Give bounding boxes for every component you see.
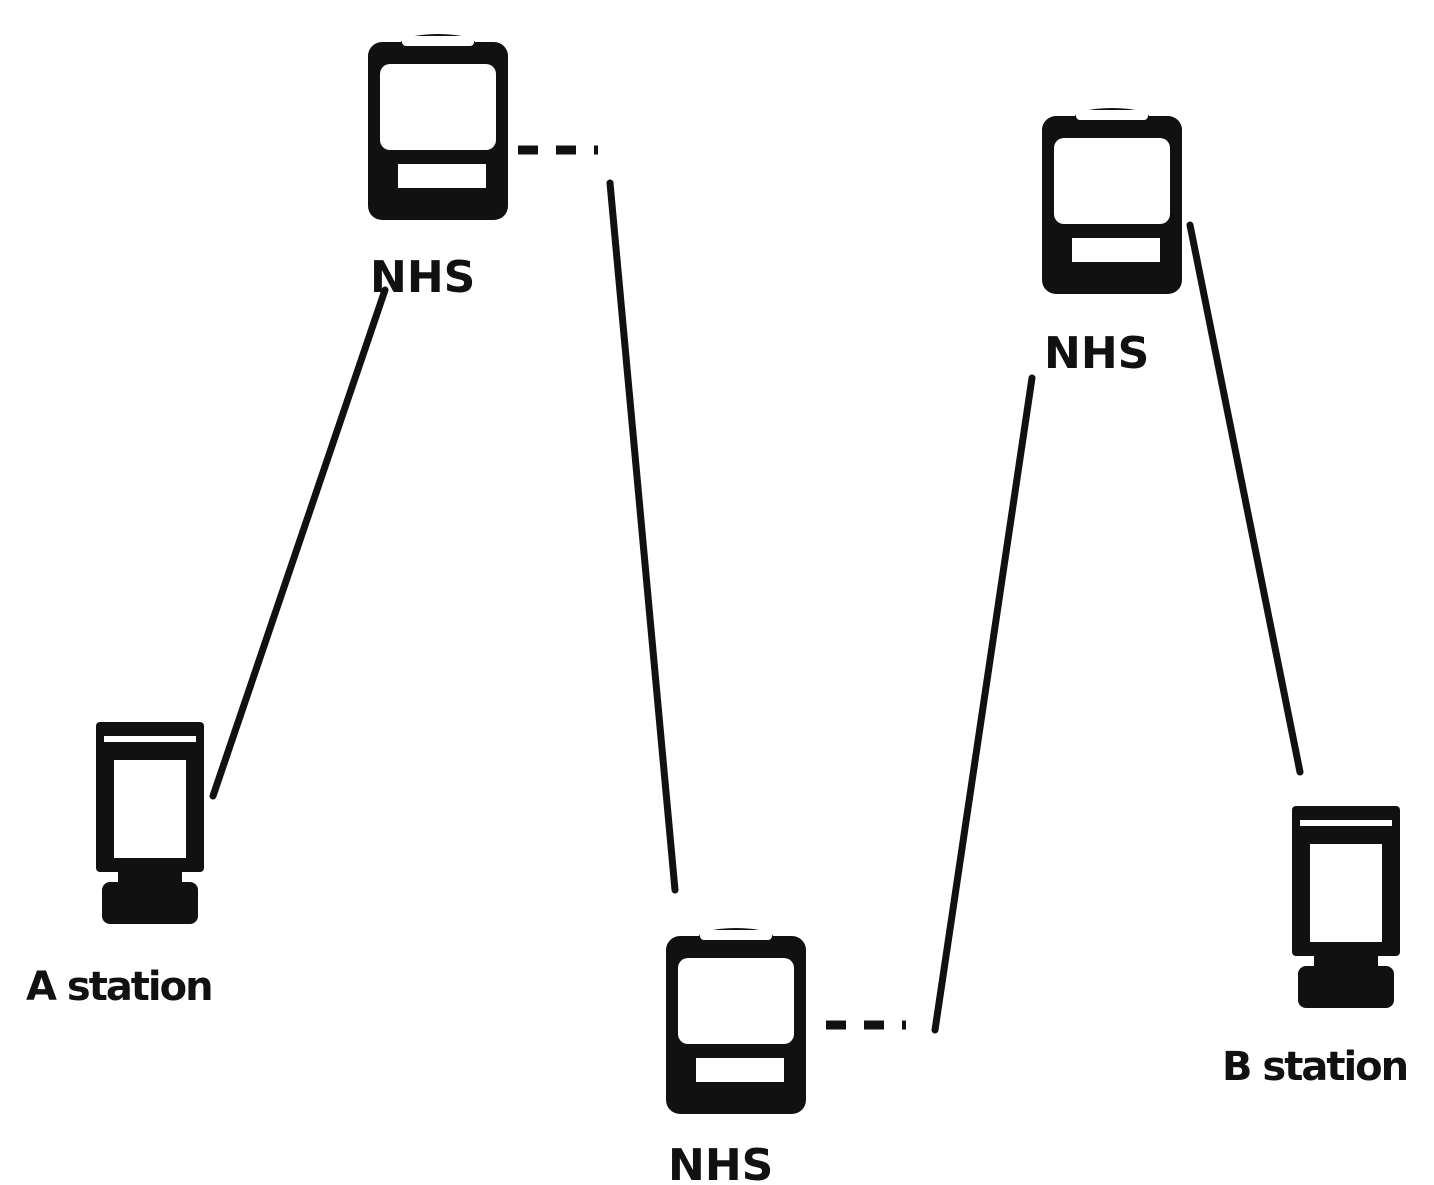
server-icon	[666, 928, 806, 1114]
nhs-label: NHS	[668, 1140, 773, 1185]
station-a-label: A station	[26, 964, 212, 1010]
server-icon	[1042, 108, 1182, 294]
link-station-a-to-nhs-top-left	[209, 286, 389, 800]
station-a: A station	[26, 722, 214, 1010]
server-icon	[368, 34, 508, 220]
nhs-bottom: NHS	[666, 928, 806, 1185]
nhs-top-right: NHS	[1042, 108, 1182, 379]
nhs-label: NHS	[1044, 328, 1149, 379]
station-b-label: B station	[1222, 1044, 1407, 1090]
link-nhs-top-right-to-station-b	[1186, 221, 1304, 776]
station-b: B station	[1222, 806, 1409, 1090]
computer-icon	[1292, 806, 1400, 1008]
link-nhs-top-left-to-nhs-bottom	[518, 145, 679, 894]
link-nhs-bottom-to-nhs-top-right	[826, 374, 1036, 1034]
computer-icon	[96, 722, 204, 924]
nhs-top-left: NHS	[368, 34, 508, 303]
nhs-label: NHS	[370, 252, 475, 303]
